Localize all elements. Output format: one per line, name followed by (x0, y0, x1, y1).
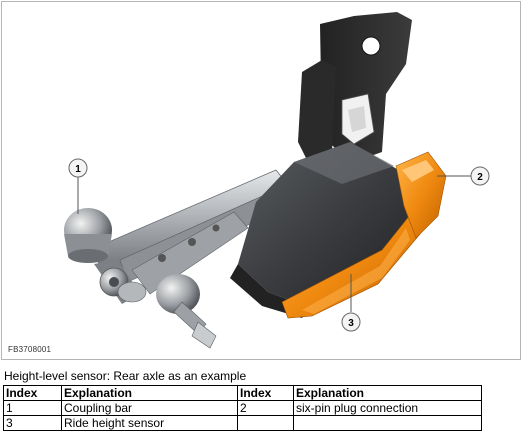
header-explanation-right: Explanation (293, 385, 482, 401)
six-pin-plug (395, 151, 447, 239)
table-cell: six-pin plug connection (293, 400, 482, 416)
table-row: 3 Ride height sensor (3, 415, 482, 431)
height-sensor-drawing: 1 2 3 (64, 12, 490, 349)
table-cell (237, 415, 294, 431)
callout-3-label: 3 (348, 318, 354, 329)
ball-joint-right (117, 274, 217, 349)
callout-2: 2 (437, 166, 490, 186)
sensor-illustration: 1 2 3 FB3708001 (1, 1, 521, 360)
header-explanation-left: Explanation (61, 385, 238, 401)
legend-header-row: Index Explanation Index Explanation (3, 385, 482, 401)
table-cell: Ride height sensor (61, 415, 238, 431)
table-cell: 3 (3, 415, 62, 431)
callout-1: 1 (68, 158, 88, 214)
table-cell: Coupling bar (61, 400, 238, 416)
table-cell: 2 (237, 400, 294, 416)
ball-joint-left (64, 208, 140, 304)
coupling-bar (89, 169, 293, 295)
header-index-left: Index (3, 385, 62, 401)
callout-2-label: 2 (477, 172, 483, 183)
figure-caption: Height-level sensor: Rear axle as an exa… (4, 369, 247, 383)
table-cell: 1 (3, 400, 62, 416)
ride-height-sensor (230, 142, 421, 319)
callout-3: 3 (341, 274, 361, 332)
figure-id: FB3708001 (8, 345, 52, 354)
mounting-bracket (298, 12, 412, 162)
table-cell (293, 415, 482, 431)
callout-1-label: 1 (75, 164, 81, 175)
header-index-right: Index (237, 385, 294, 401)
table-row: 1 Coupling bar 2 six-pin plug connection (3, 400, 482, 416)
legend-table: Index Explanation Index Explanation 1 Co… (3, 385, 482, 431)
